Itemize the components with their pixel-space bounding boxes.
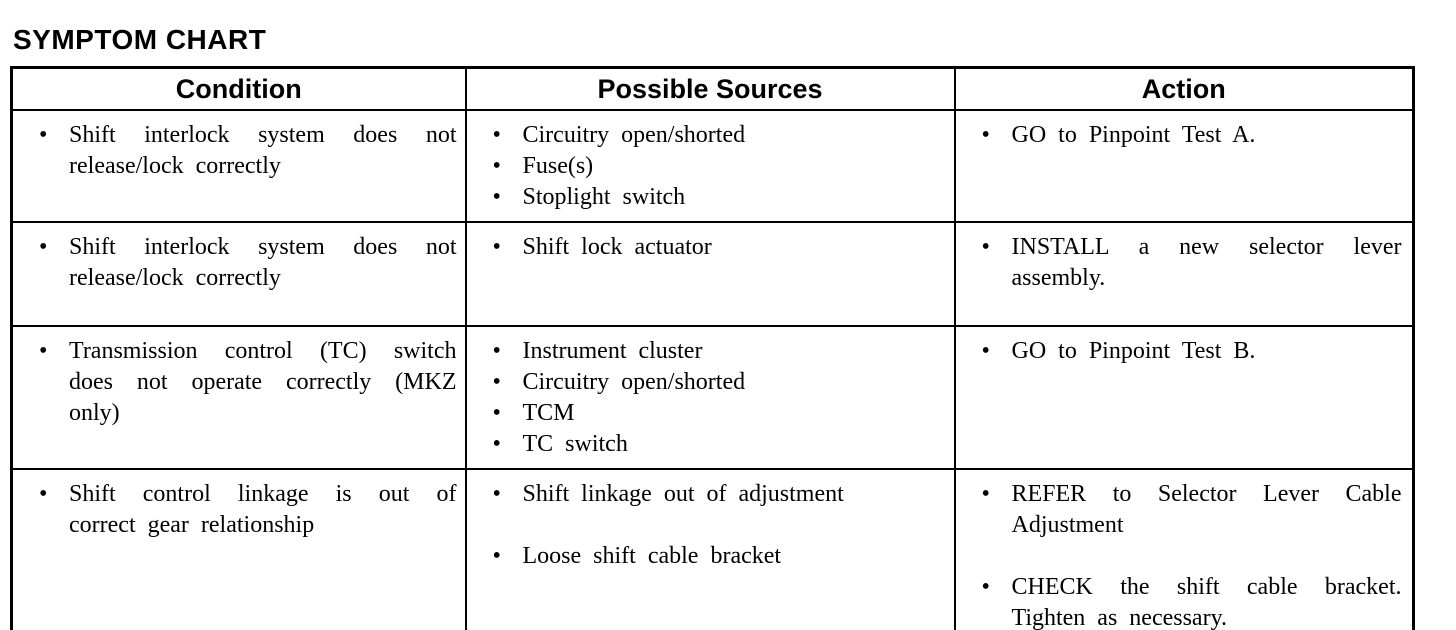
sources-cell: Shift lock actuator — [464, 221, 956, 327]
bullet-item: CHECK the shift cable bracket. Tighten a… — [956, 572, 1402, 630]
table-row: Shift interlock system does not release/… — [10, 109, 1415, 223]
action-cell: REFER to Selector Lever Cable Adjustment… — [953, 468, 1415, 630]
bullet-item: Stoplight switch — [467, 182, 883, 213]
bullet-list: INSTALL a new selector lever assembly. — [956, 232, 1405, 294]
bullet-item: Fuse(s) — [467, 151, 883, 182]
bullet-list: GO to Pinpoint Test A. — [956, 120, 1405, 151]
bullet-item: Shift interlock system does not release/… — [13, 120, 457, 182]
action-cell: GO to Pinpoint Test A. — [953, 109, 1415, 223]
bullet-list: Circuitry open/shorted Fuse(s) Stoplight… — [467, 120, 946, 213]
bullet-item: Shift lock actuator — [467, 232, 883, 263]
bullet-list: GO to Pinpoint Test B. — [956, 336, 1405, 367]
bullet-item: Shift control linkage is out of correct … — [13, 479, 457, 541]
bullet-list: Shift control linkage is out of correct … — [13, 479, 457, 541]
bullet-item: Shift interlock system does not release/… — [13, 232, 457, 294]
bullet-item: REFER to Selector Lever Cable Adjustment — [956, 479, 1402, 541]
bullet-list: Transmission control (TC) switch does no… — [13, 336, 457, 429]
header-action: Action — [953, 66, 1415, 111]
header-row: Condition Possible Sources Action — [10, 66, 1415, 111]
bullet-item: TCM — [467, 398, 883, 429]
bullet-item: Instrument cluster — [467, 336, 883, 367]
bullet-item: GO to Pinpoint Test B. — [956, 336, 1402, 367]
action-cell: GO to Pinpoint Test B. — [953, 325, 1415, 470]
bullet-list: REFER to Selector Lever Cable Adjustment… — [956, 479, 1405, 630]
header-condition: Condition — [10, 66, 467, 111]
bullet-item: INSTALL a new selector lever assembly. — [956, 232, 1402, 294]
condition-cell: Shift interlock system does not release/… — [10, 221, 467, 327]
bullet-item: Shift linkage out of adjustment — [467, 479, 883, 510]
header-possible-sources: Possible Sources — [464, 66, 956, 111]
symptom-chart-table: Condition Possible Sources Action Shift … — [10, 66, 1415, 630]
bullet-item: Circuitry open/shorted — [467, 367, 883, 398]
bullet-item: TC switch — [467, 429, 883, 460]
bullet-item: Loose shift cable bracket — [467, 541, 883, 572]
page-title: SYMPTOM CHART — [13, 24, 267, 55]
bullet-list: Shift interlock system does not release/… — [13, 232, 457, 294]
bullet-list: Shift lock actuator — [467, 232, 946, 263]
sources-cell: Circuitry open/shorted Fuse(s) Stoplight… — [464, 109, 956, 223]
table-row: Shift interlock system does not release/… — [10, 221, 1415, 327]
bullet-item: Transmission control (TC) switch does no… — [13, 336, 457, 429]
table-header: Condition Possible Sources Action — [10, 66, 1415, 111]
bullet-item: GO to Pinpoint Test A. — [956, 120, 1402, 151]
bullet-list: Shift interlock system does not release/… — [13, 120, 457, 182]
sources-cell: Shift linkage out of adjustment Loose sh… — [464, 468, 956, 630]
table-row: Shift control linkage is out of correct … — [10, 468, 1415, 630]
action-cell: INSTALL a new selector lever assembly. — [953, 221, 1415, 327]
table-row: Transmission control (TC) switch does no… — [10, 325, 1415, 470]
bullet-list: Shift linkage out of adjustment Loose sh… — [467, 479, 946, 572]
bullet-list: Instrument cluster Circuitry open/shorte… — [467, 336, 946, 460]
sources-cell: Instrument cluster Circuitry open/shorte… — [464, 325, 956, 470]
condition-cell: Shift control linkage is out of correct … — [10, 468, 467, 630]
condition-cell: Shift interlock system does not release/… — [10, 109, 467, 223]
bullet-item: Circuitry open/shorted — [467, 120, 883, 151]
condition-cell: Transmission control (TC) switch does no… — [10, 325, 467, 470]
